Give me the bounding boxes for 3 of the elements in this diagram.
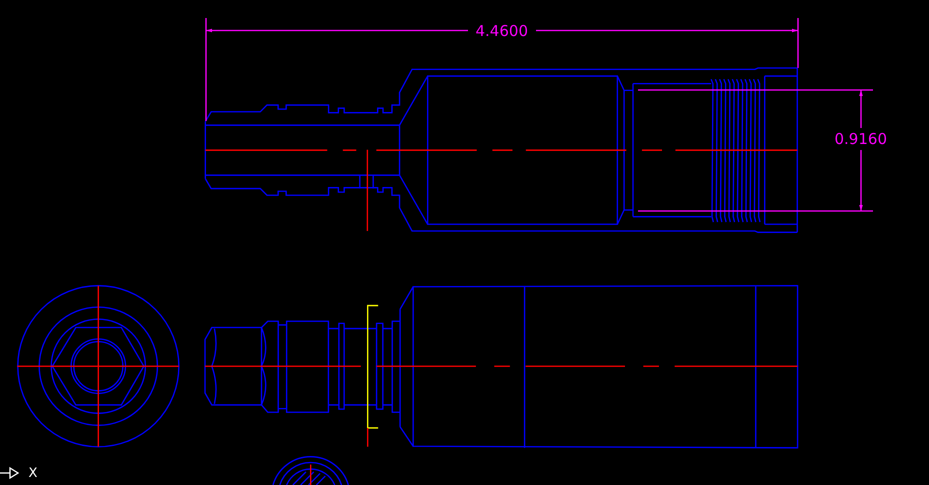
dimension-value: 4.4600 (476, 24, 528, 38)
dimension-value: 0.9160 (834, 132, 887, 146)
axis-label: X (28, 466, 38, 480)
